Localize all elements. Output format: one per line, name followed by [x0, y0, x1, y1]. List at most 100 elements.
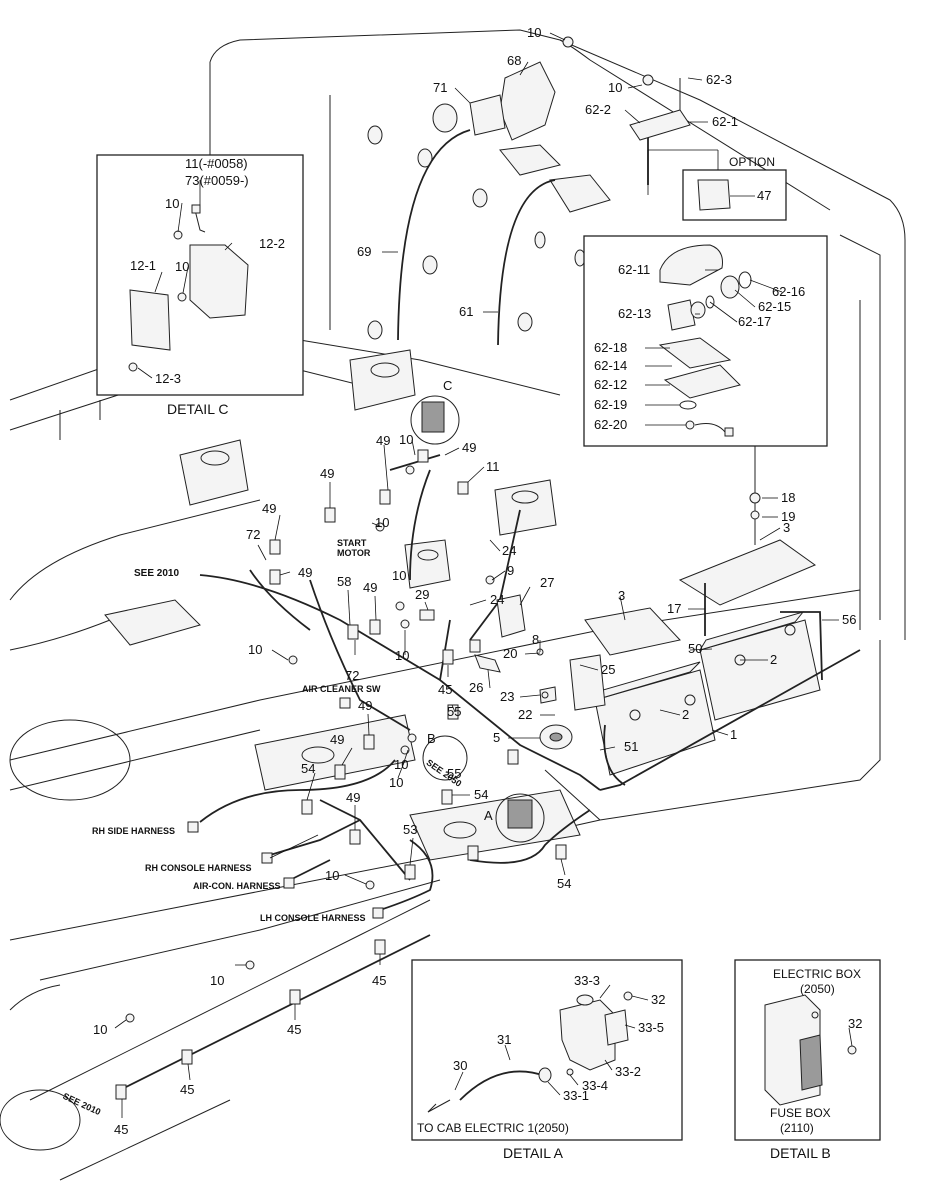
inset-62-box [583, 235, 828, 447]
label-45-c: 45 [287, 1022, 301, 1037]
frame-outline [0, 29, 906, 1181]
label-49-e: 49 [298, 565, 312, 580]
detail-a-label-33-3: 33-3 [574, 973, 600, 988]
battery-assembly [584, 440, 823, 786]
detail-c-label-12-1: 12-1 [130, 258, 156, 273]
label-62-2: 62-2 [585, 102, 611, 117]
note-see-2010-bottom: SEE 2010 [61, 1091, 102, 1117]
detail-b-label-32: 32 [848, 1016, 862, 1031]
label-9: 9 [507, 563, 514, 578]
label-45-a: 45 [438, 682, 452, 697]
label-56: 56 [842, 612, 856, 627]
label-62-1: 62-1 [712, 114, 738, 129]
label-49-a: 49 [376, 433, 390, 448]
harness-lines [119, 129, 861, 1091]
label-72-b: 72 [345, 668, 359, 683]
label-24-b: 24 [490, 592, 504, 607]
label-62-3: 62-3 [706, 72, 732, 87]
label-19: 19 [781, 509, 795, 524]
detail-a-box [411, 959, 683, 1141]
label-3-a: 3 [783, 520, 790, 535]
label-49-i: 49 [346, 790, 360, 805]
label-62-19: 62-19 [594, 397, 627, 412]
label-5: 5 [493, 730, 500, 745]
label-2-a: 2 [770, 652, 777, 667]
detail-b-fuse-code: (2110) [780, 1121, 814, 1135]
label-68: 68 [507, 53, 521, 68]
detail-b-fuse-title: FUSE BOX [770, 1106, 831, 1120]
label-8: 8 [532, 632, 539, 647]
label-10-j: 10 [325, 868, 339, 883]
label-26: 26 [469, 680, 483, 695]
label-10-i: 10 [389, 775, 403, 790]
label-49-d: 49 [262, 501, 276, 516]
detail-a-label-33-2: 33-2 [615, 1064, 641, 1079]
detail-b-box-title: ELECTRIC BOX [773, 967, 861, 981]
label-10-h: 10 [394, 757, 408, 772]
label-62-18: 62-18 [594, 340, 627, 355]
label-69: 69 [357, 244, 371, 259]
note-see-2010-top: SEE 2010 [134, 568, 179, 579]
label-49-b: 49 [462, 440, 476, 455]
label-62-14: 62-14 [594, 358, 627, 373]
label-62-17: 62-17 [738, 314, 771, 329]
label-45-e: 45 [114, 1122, 128, 1137]
label-10-k: 10 [210, 973, 224, 988]
label-62-15: 62-15 [758, 299, 791, 314]
detail-b-caption: DETAIL B [770, 1145, 831, 1161]
detail-c-label-12-3: 12-3 [155, 371, 181, 386]
label-54-c: 54 [557, 876, 571, 891]
annotations: START MOTOR SEE 2010 SEE 2010 AIR CLEANE… [61, 538, 381, 1117]
label-62-12: 62-12 [594, 377, 627, 392]
detail-c-label-10-b: 10 [175, 259, 189, 274]
label-17: 17 [667, 601, 681, 616]
label-47: 47 [757, 188, 771, 203]
label-50: 50 [688, 641, 702, 656]
label-23: 23 [500, 689, 514, 704]
detail-a-label-31: 31 [497, 1032, 511, 1047]
detail-c-label-10-a: 10 [165, 196, 179, 211]
detail-c-label-12-2: 12-2 [259, 236, 285, 251]
detail-c-labels: 11(-#0058) 73(#0059-) 10 12-2 12-1 10 12… [130, 156, 285, 417]
label-1: 1 [730, 727, 737, 742]
label-58: 58 [337, 574, 351, 589]
label-45-b: 45 [372, 973, 386, 988]
label-10-c: 10 [399, 432, 413, 447]
label-29: 29 [415, 587, 429, 602]
label-10-l: 10 [93, 1022, 107, 1037]
detail-b-box-code: (2050) [800, 982, 835, 996]
detail-c-caption: DETAIL C [167, 401, 228, 417]
label-54-a: 54 [301, 761, 315, 776]
note-rh-console-harness: RH CONSOLE HARNESS [145, 863, 252, 873]
label-53: 53 [403, 822, 417, 837]
detail-a-label-30: 30 [453, 1058, 467, 1073]
label-71: 71 [433, 80, 447, 95]
detail-a-label-33-4: 33-4 [582, 1078, 608, 1093]
note-start: START [337, 538, 367, 548]
label-10-b: 10 [608, 80, 622, 95]
label-10-top: 10 [527, 25, 541, 40]
part-labels: 10 68 71 10 62-3 62-2 62-1 69 61 18 19 3… [93, 25, 856, 1137]
label-55-b: 55 [447, 766, 461, 781]
label-20: 20 [503, 646, 517, 661]
leader-lines [114, 32, 853, 1118]
detail-a-labels: 33-3 32 33-5 31 30 33-2 33-4 33-1 TO CAB… [417, 973, 665, 1161]
label-45-d: 45 [180, 1082, 194, 1097]
label-54-b: 54 [474, 787, 488, 802]
label-10-g: 10 [248, 642, 262, 657]
label-letter-c: C [443, 378, 452, 393]
detail-a-caption: DETAIL A [503, 1145, 564, 1161]
detail-a-label-32: 32 [651, 992, 665, 1007]
label-72-a: 72 [246, 527, 260, 542]
label-2-b: 2 [682, 707, 689, 722]
note-air-cleaner-sw: AIR CLEANER SW [302, 684, 381, 694]
label-10-e: 10 [392, 568, 406, 583]
note-air-con-harness: AIR-CON. HARNESS [193, 881, 281, 891]
label-49-f: 49 [363, 580, 377, 595]
label-55-a: 55 [447, 704, 461, 719]
detail-a-footer: TO CAB ELECTRIC 1(2050) [417, 1121, 569, 1135]
label-11: 11 [486, 459, 500, 474]
detail-loupes [410, 395, 545, 843]
detail-b-box [734, 959, 881, 1141]
